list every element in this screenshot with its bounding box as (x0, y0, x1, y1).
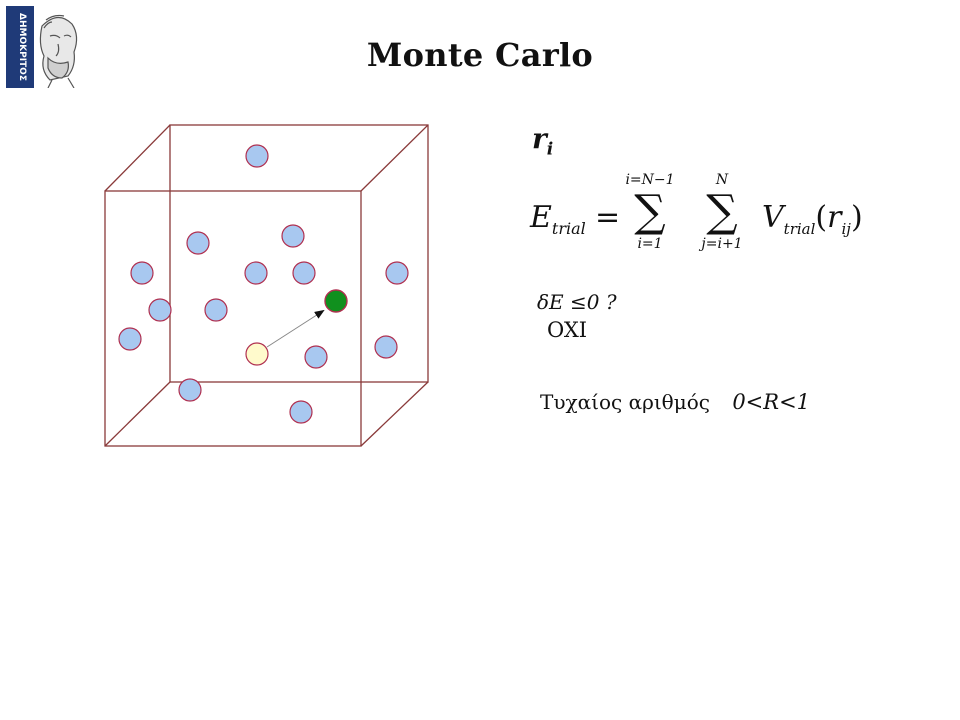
condition-answer: OXI (547, 318, 588, 342)
particle (304, 345, 328, 369)
democritus-bust-icon (39, 14, 78, 89)
particle (118, 327, 142, 351)
inner-summation: N ∑ j=i+1 (690, 172, 754, 252)
ri-symbol: r (532, 122, 547, 155)
particle (385, 261, 409, 285)
distance-symbol: r (827, 200, 842, 235)
close-paren: ) (850, 200, 863, 235)
potential-subscript: trial (783, 220, 816, 238)
slide-title: Monte Carlo (366, 36, 594, 74)
particle (130, 261, 154, 285)
outer-sum-lower-limit: i=1 (637, 236, 663, 252)
particle (244, 261, 268, 285)
particle (292, 261, 316, 285)
particle (289, 400, 313, 424)
particle (374, 335, 398, 359)
ri-subscript: i (546, 139, 554, 160)
particle (281, 224, 305, 248)
position-vector-label: ri (532, 122, 553, 160)
distance-subscript: ij (841, 220, 851, 238)
energy-condition: δE ≤0 ? (537, 290, 617, 314)
particle (245, 144, 269, 168)
simulation-box-diagram (95, 115, 445, 459)
random-number-line: Τυχαίος αριθμός 0<R<1 (540, 390, 810, 414)
pair-potential: Vtrial(rij) (762, 200, 863, 238)
outer-sum-symbol: ∑ (634, 186, 666, 237)
particle (148, 298, 172, 322)
displacement-arrow (266, 309, 325, 348)
potential-symbol: V (762, 200, 784, 235)
trial-energy-equation: Etrial = i=N−1 ∑ i=1 N ∑ j=i+1 Vtrial(ri… (530, 172, 930, 272)
particle (204, 298, 228, 322)
logo-text: ΔΗΜΟΚΡΙΤΟΣ (17, 13, 27, 81)
open-paren: ( (815, 200, 828, 235)
outer-summation: i=N−1 ∑ i=1 (618, 172, 682, 252)
democritus-logo: ΔΗΜΟΚΡΙΤΟΣ (6, 6, 84, 89)
outer-sum-upper-limit: i=N−1 (625, 172, 675, 188)
box-edges (104, 124, 429, 447)
energy-symbol: E (530, 200, 552, 235)
random-number-label: Τυχαίος αριθμός (540, 390, 710, 414)
particle (186, 231, 210, 255)
particle (178, 378, 202, 402)
inner-sum-lower-limit: j=i+1 (701, 236, 743, 252)
random-number-range: 0<R<1 (732, 390, 811, 414)
trial-position-particle (324, 289, 348, 313)
energy-subscript: trial (551, 219, 586, 238)
equation-lhs: Etrial (530, 200, 586, 238)
equals-sign: = (595, 200, 621, 235)
inner-sum-symbol: ∑ (706, 186, 738, 237)
old-position-particle (245, 342, 269, 366)
particles (118, 144, 409, 424)
inner-sum-upper-limit: N (715, 172, 729, 188)
